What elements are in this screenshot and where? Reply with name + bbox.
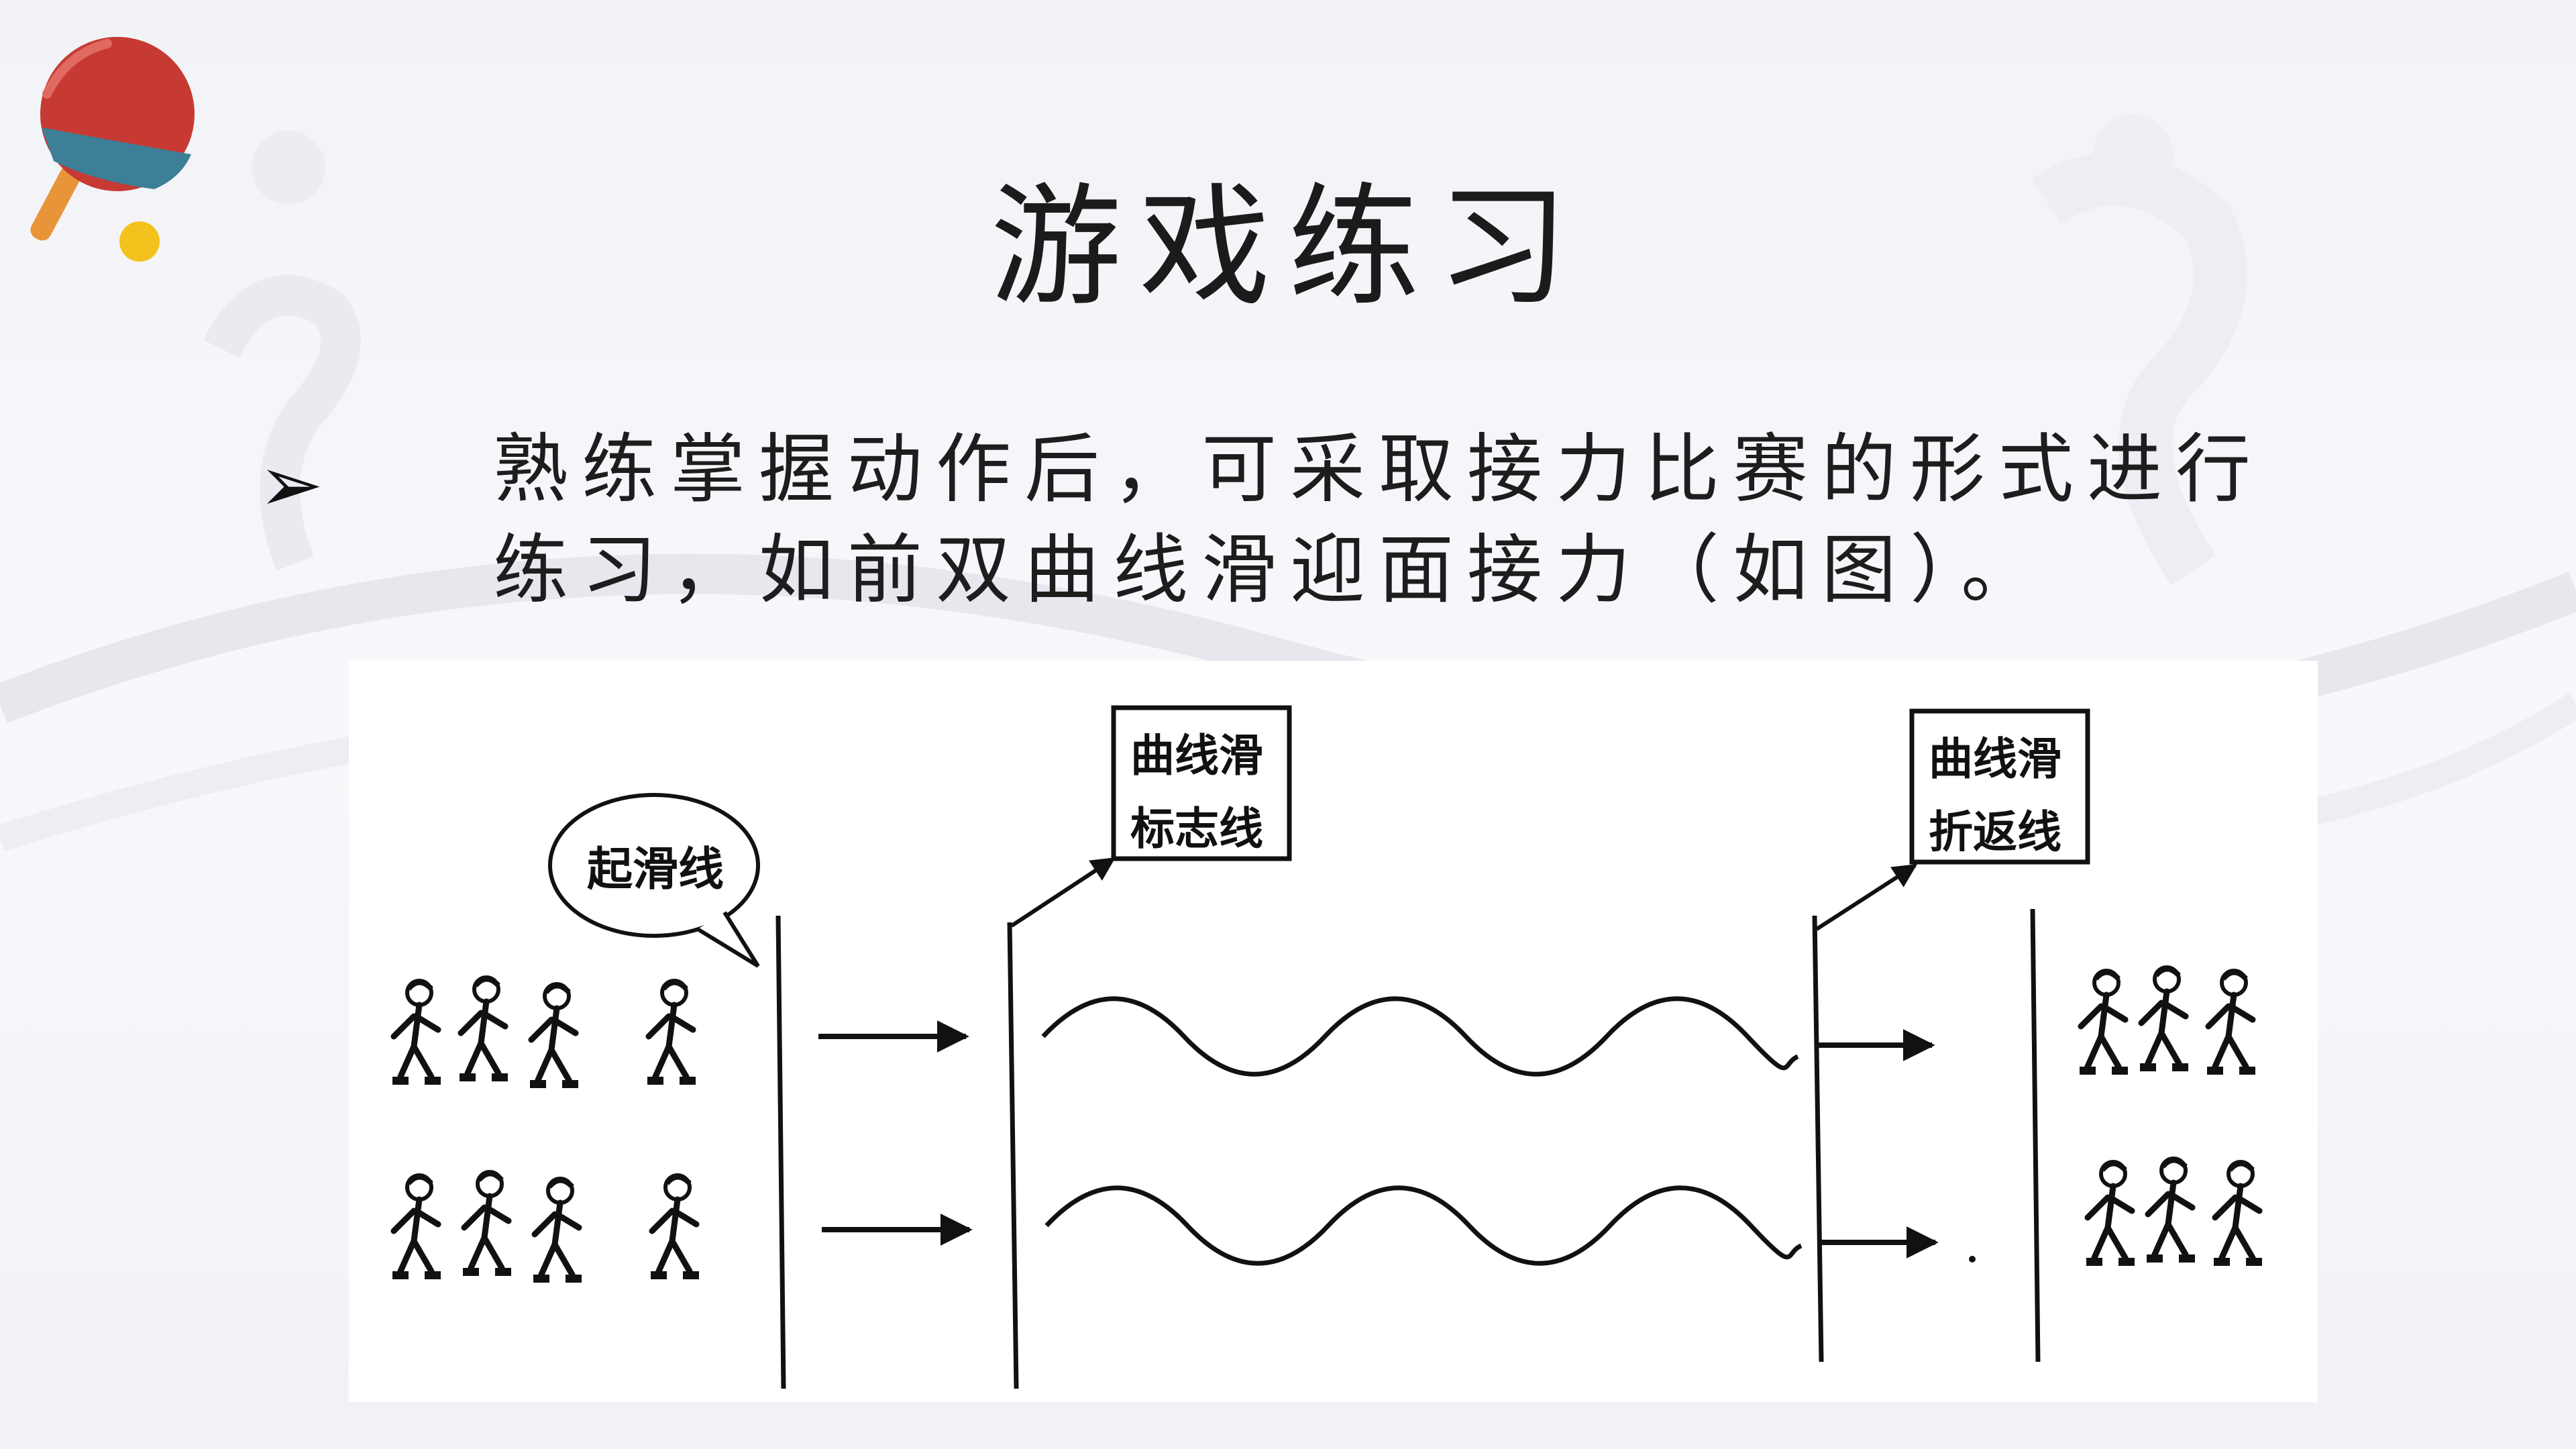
- ground-dot: [1969, 1256, 1976, 1263]
- bullet-arrow-icon: ➢: [258, 439, 324, 530]
- curve-skating-paths: [1041, 996, 1803, 1266]
- start-line-speech-bubble: [548, 793, 760, 968]
- start-line-label: 起滑线: [587, 843, 724, 896]
- body-paragraph: 熟练掌握动作后，可采取接力比赛的形式进行 练习，如前双曲线滑迎面接力（如图）。: [493, 419, 2318, 621]
- skaters-left-group: [392, 977, 699, 1283]
- relay-diagram-drawing: [349, 705, 2318, 1389]
- marker-box-2-line2: 折返线: [1929, 806, 2061, 858]
- body-line-2: 练习，如前双曲线滑迎面接力（如图）。: [493, 527, 2049, 614]
- marker-box-1-line1: 曲线滑: [1130, 730, 1263, 782]
- marker-box-2-line1: 曲线滑: [1929, 733, 2061, 785]
- skaters-right-group: [2080, 967, 2262, 1266]
- page-title: 游戏练习: [989, 171, 1586, 324]
- relay-diagram: 起滑线 曲线滑 标志线 曲线滑 折返线: [349, 661, 2318, 1402]
- marker-box-1: [1111, 705, 1292, 861]
- marker-box-1-line2: 标志线: [1130, 803, 1263, 855]
- body-line-1: 熟练掌握动作后，可采取接力比赛的形式进行: [493, 426, 2264, 513]
- direction-arrows: [818, 1020, 1939, 1258]
- marker-box-2: [1909, 708, 2090, 865]
- marker-pointer-arrows: [1010, 857, 1918, 931]
- course-lines: [775, 908, 2041, 1389]
- ping-pong-paddle-icon: [30, 37, 195, 262]
